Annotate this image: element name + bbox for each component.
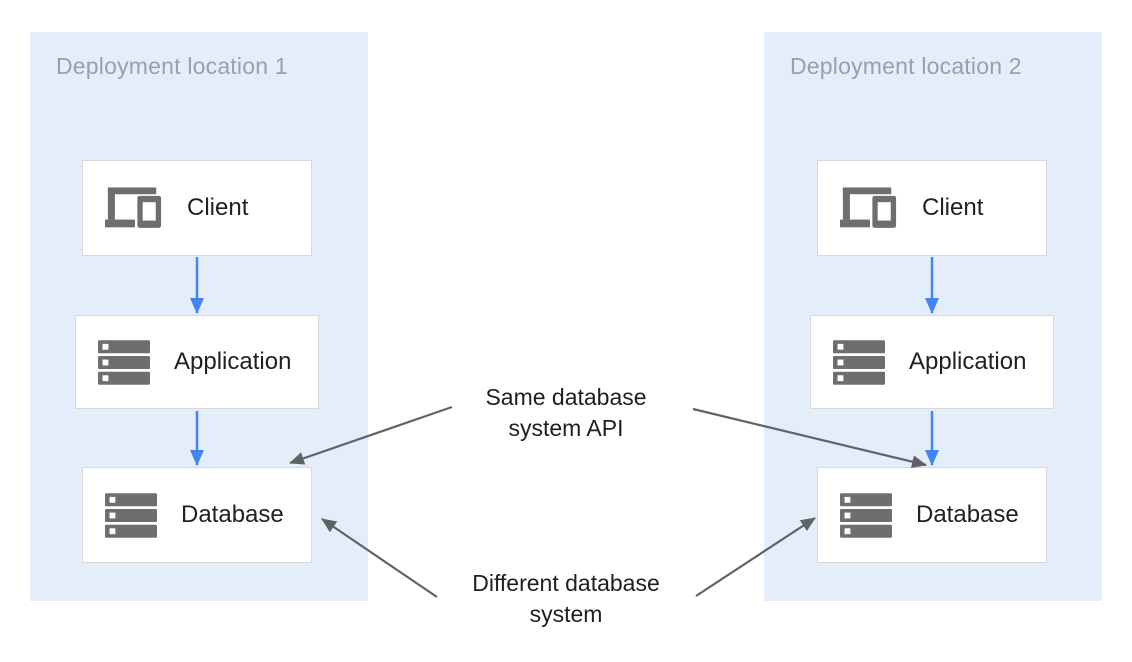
node-database-1: Database xyxy=(82,467,312,563)
node-application-2: Application xyxy=(810,315,1054,409)
devices-icon xyxy=(840,187,897,228)
storage-icon xyxy=(98,339,150,385)
node-application-1: Application xyxy=(75,315,319,409)
storage-icon xyxy=(840,492,892,538)
node-label: Client xyxy=(922,194,984,221)
annotation-different-database-system: Different database system xyxy=(472,570,660,627)
node-client-2: Client xyxy=(817,160,1047,256)
panel-title: Deployment location 1 xyxy=(56,53,288,79)
storage-icon xyxy=(105,492,157,538)
devices-icon xyxy=(105,187,162,228)
node-client-1: Client xyxy=(82,160,312,256)
node-database-2: Database xyxy=(817,467,1047,563)
storage-icon xyxy=(833,339,885,385)
node-label: Application xyxy=(909,348,1027,375)
node-label: Database xyxy=(181,501,284,528)
node-label: Client xyxy=(187,194,249,221)
panel-title: Deployment location 2 xyxy=(790,53,1022,79)
node-label: Database xyxy=(916,501,1019,528)
annotation-same-database-api: Same database system API xyxy=(485,384,647,441)
node-label: Application xyxy=(174,348,292,375)
